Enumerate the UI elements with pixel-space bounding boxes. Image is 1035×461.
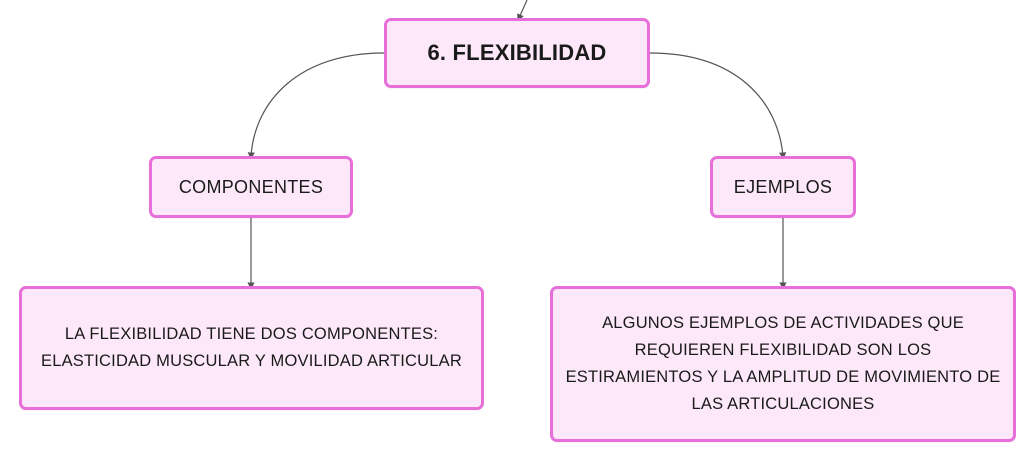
branch-node-componentes[interactable]: COMPONENTES [149,156,353,218]
branch-node-ejemplos[interactable]: EJEMPLOS [710,156,856,218]
detail-text-componentes: LA FLEXIBILIDAD TIENE DOS COMPONENTES: E… [40,325,462,370]
detail-node-componentes[interactable]: LA FLEXIBILIDAD TIENE DOS COMPONENTES: E… [19,286,484,410]
main-topic-label: 6. FLEXIBILIDAD [427,40,607,65]
branch-label-componentes: COMPONENTES [178,176,324,197]
connector-incoming [517,0,528,22]
connector-main-to-componentes [247,52,385,160]
branch-label-ejemplos: EJEMPLOS [733,176,833,197]
detail-node-ejemplos[interactable]: ALGUNOS EJEMPLOS DE ACTIVIDADES QUE REQU… [550,286,1016,442]
detail-text-ejemplos: ALGUNOS EJEMPLOS DE ACTIVIDADES QUE REQU… [565,314,1001,413]
main-topic-node[interactable]: 6. FLEXIBILIDAD [384,18,650,88]
connector-main-to-ejemplos [649,52,787,160]
